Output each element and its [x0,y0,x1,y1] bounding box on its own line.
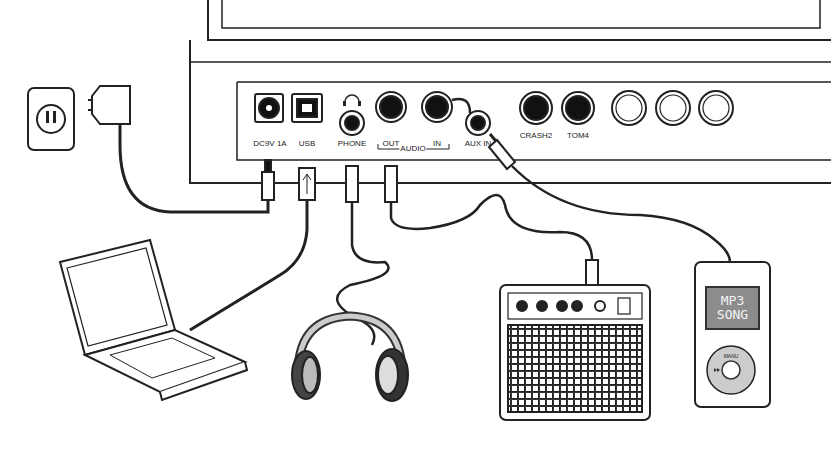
power-cable [120,145,268,212]
amplifier [500,285,650,420]
jack-label: DC9V 1A [253,140,286,148]
headphone-plug [346,166,358,202]
phone-jack [340,111,364,135]
jack-label: USB [299,140,315,148]
tom4-jack [566,96,590,120]
headphone-icon [345,95,359,102]
node-text: MANU [724,353,739,359]
in-jack [422,92,452,122]
usb-plug [299,168,315,200]
jack-label: TOM4 [567,132,589,140]
aux-jack [466,111,490,135]
jack-label: AUX IN [465,140,492,148]
crash2-jack [524,96,548,120]
aux-plug [489,140,515,169]
jack-label: IN [433,140,441,148]
jack-label: PHONE [338,140,366,148]
out-jack [376,92,406,122]
dc-plug [262,172,274,200]
module-top-edge [222,0,820,28]
laptop-base [85,330,245,392]
out-plug [385,166,397,202]
dc-jack [255,94,283,122]
mp3-screen: MP3 SONG [705,286,760,330]
mp3-player [695,262,770,407]
module-top [208,0,831,40]
group-label: AUDIO [399,145,426,153]
amp-cable [391,195,592,260]
jack-label: OUT [383,140,400,148]
usb-jack [292,94,322,122]
module-back [190,40,831,183]
node-text: MP3 SONG [715,294,750,321]
mp3-cable [512,166,730,262]
power-adapter [92,86,130,124]
jack-label: CRASH2 [520,132,552,140]
menu-wheel: MANU [709,348,753,392]
usb-cable [190,200,307,330]
jack-panel [237,82,831,160]
wall-outlet [28,88,74,150]
